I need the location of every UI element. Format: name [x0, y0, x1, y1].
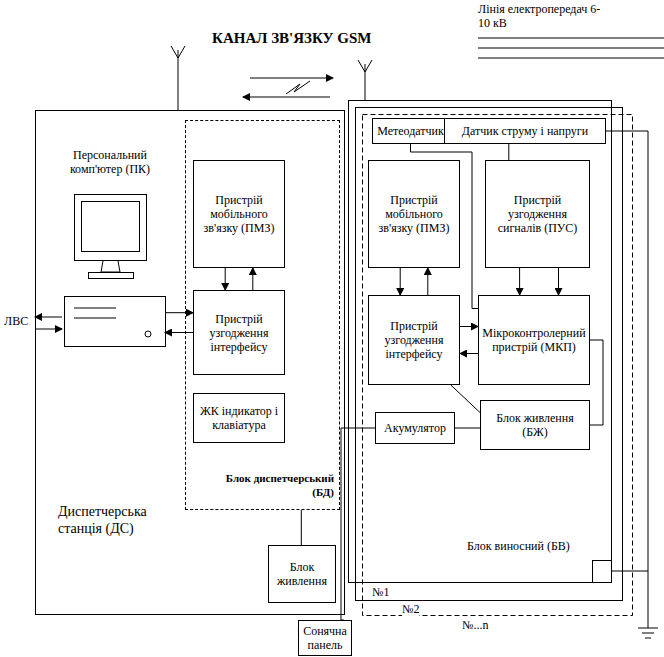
monitor-screen	[82, 202, 140, 252]
box-label: Пристрій узгодження інтерфейсу	[197, 312, 281, 354]
gsm-arrow	[243, 97, 330, 98]
connector-arrow	[165, 332, 193, 333]
process-box: Пристрій узгодження сигналів (ПУС)	[485, 160, 590, 268]
antenna-mast	[365, 64, 366, 100]
connector-arrow	[252, 268, 253, 290]
connector-arrow	[460, 353, 478, 354]
unit-number: №...n	[462, 618, 488, 632]
gsm-zigzag	[286, 81, 310, 94]
station-box: Диспетчерська станція (ДС) Персональний к…	[35, 110, 345, 615]
connector-arrow	[519, 268, 520, 295]
lan-label: ЛВС	[4, 314, 28, 328]
lan-arrow	[35, 329, 62, 330]
process-box: Мікроконтролерний пристрій (МКП)	[478, 295, 590, 385]
remote-unit: Блок виносний (БВ) Метеодатчик Датчик стру…	[348, 100, 612, 583]
connector-line	[590, 340, 603, 425]
battery-box: Акумулятор	[375, 412, 455, 444]
power-line-wire	[478, 38, 664, 39]
monitor-base	[89, 273, 134, 279]
power-line-wire	[478, 48, 664, 49]
power-box: Блок живлення (БЖ)	[480, 400, 590, 450]
box-label: Акумулятор	[384, 421, 446, 435]
group-heading: Диспетчерська станція (ДС)	[58, 503, 178, 537]
connector-line	[508, 144, 509, 160]
sensor-box: Датчик струму і напруги	[444, 118, 606, 144]
monitor-stand	[101, 261, 120, 272]
antenna-mast	[178, 50, 179, 110]
unit-number: №2	[402, 602, 419, 616]
ground-wire	[606, 131, 648, 628]
connector-arrow	[165, 312, 193, 313]
ground-wire	[612, 571, 648, 572]
box-label: Пристрій мобільного зв'язку (ПМЗ)	[372, 193, 456, 235]
box-label: Пристрій узгодження сигналів (ПУС)	[489, 193, 586, 235]
gsm-arrow	[250, 78, 333, 79]
process-box: Пристрій узгодження інтерфейсу	[368, 295, 460, 385]
connector-arrow	[558, 268, 559, 295]
box-label: Пристрій узгодження інтерфейсу	[372, 319, 456, 361]
box-label: Блок живлення	[272, 560, 332, 588]
connector-line	[341, 428, 375, 620]
pc-case	[65, 297, 166, 347]
connector-line	[455, 428, 480, 429]
power-line-label: Лінія електропередач 6-10 кВ	[478, 2, 608, 30]
process-box: ЖК індикатор і клавіатура	[193, 393, 285, 443]
box-label: ЖК індикатор і клавіатура	[197, 404, 281, 432]
box-label: Блок живлення (БЖ)	[484, 411, 586, 439]
box-label: Сонячна панель	[302, 624, 348, 652]
connector-arrow	[460, 326, 478, 327]
ground-symbol	[642, 633, 654, 634]
ground-symbol	[645, 638, 651, 639]
monitor	[75, 195, 147, 261]
power-button	[145, 331, 151, 337]
box-label: Мікроконтролерний пристрій (МКП)	[482, 326, 586, 354]
diagram-title: КАНАЛ ЗВ'ЯЗКУ GSM	[212, 30, 371, 47]
pc-figure: Персональний комп'ютер (ПК)	[55, 145, 165, 360]
ground-symbol	[638, 628, 658, 629]
power-box: Блок живлення	[268, 545, 336, 603]
connector-line	[451, 385, 480, 413]
solar-panel-box: Сонячна панель	[298, 620, 352, 656]
box-label: Датчик струму і напруги	[462, 124, 588, 138]
box-label: Метеодатчик	[377, 124, 444, 138]
antenna-symbol	[171, 46, 185, 58]
terminal-box	[593, 561, 612, 583]
dispatcher-unit: Блок диспетчерський (БД) Пристрій мобільн…	[185, 120, 340, 510]
drive-slot	[74, 318, 116, 319]
connector-arrow	[400, 268, 401, 295]
remote-unit-frame	[356, 108, 623, 601]
drive-slot	[74, 308, 116, 309]
antenna-symbol	[358, 60, 372, 72]
pc-illustration	[56, 146, 166, 361]
lan-arrow	[35, 317, 62, 318]
group-heading: Персональний комп'ютер (ПК)	[56, 148, 164, 176]
process-box: Пристрій мобільного зв'язку (ПМЗ)	[368, 160, 460, 268]
power-line-wire	[478, 58, 664, 59]
group-heading: Блок диспетчерський (БД)	[204, 471, 334, 499]
unit-number: №1	[372, 585, 389, 599]
group-heading: Блок виносний (БВ)	[467, 539, 607, 553]
connector-line	[301, 510, 302, 545]
sensor-box: Метеодатчик	[372, 118, 449, 144]
remote-unit-frame	[363, 115, 633, 616]
process-box: Пристрій мобільного зв'язку (ПМЗ)	[193, 160, 285, 268]
process-box: Пристрій узгодження інтерфейсу	[193, 290, 285, 375]
connector-arrow	[427, 268, 428, 295]
connector-arrow	[225, 268, 226, 290]
box-label: Пристрій мобільного зв'язку (ПМЗ)	[197, 193, 281, 235]
